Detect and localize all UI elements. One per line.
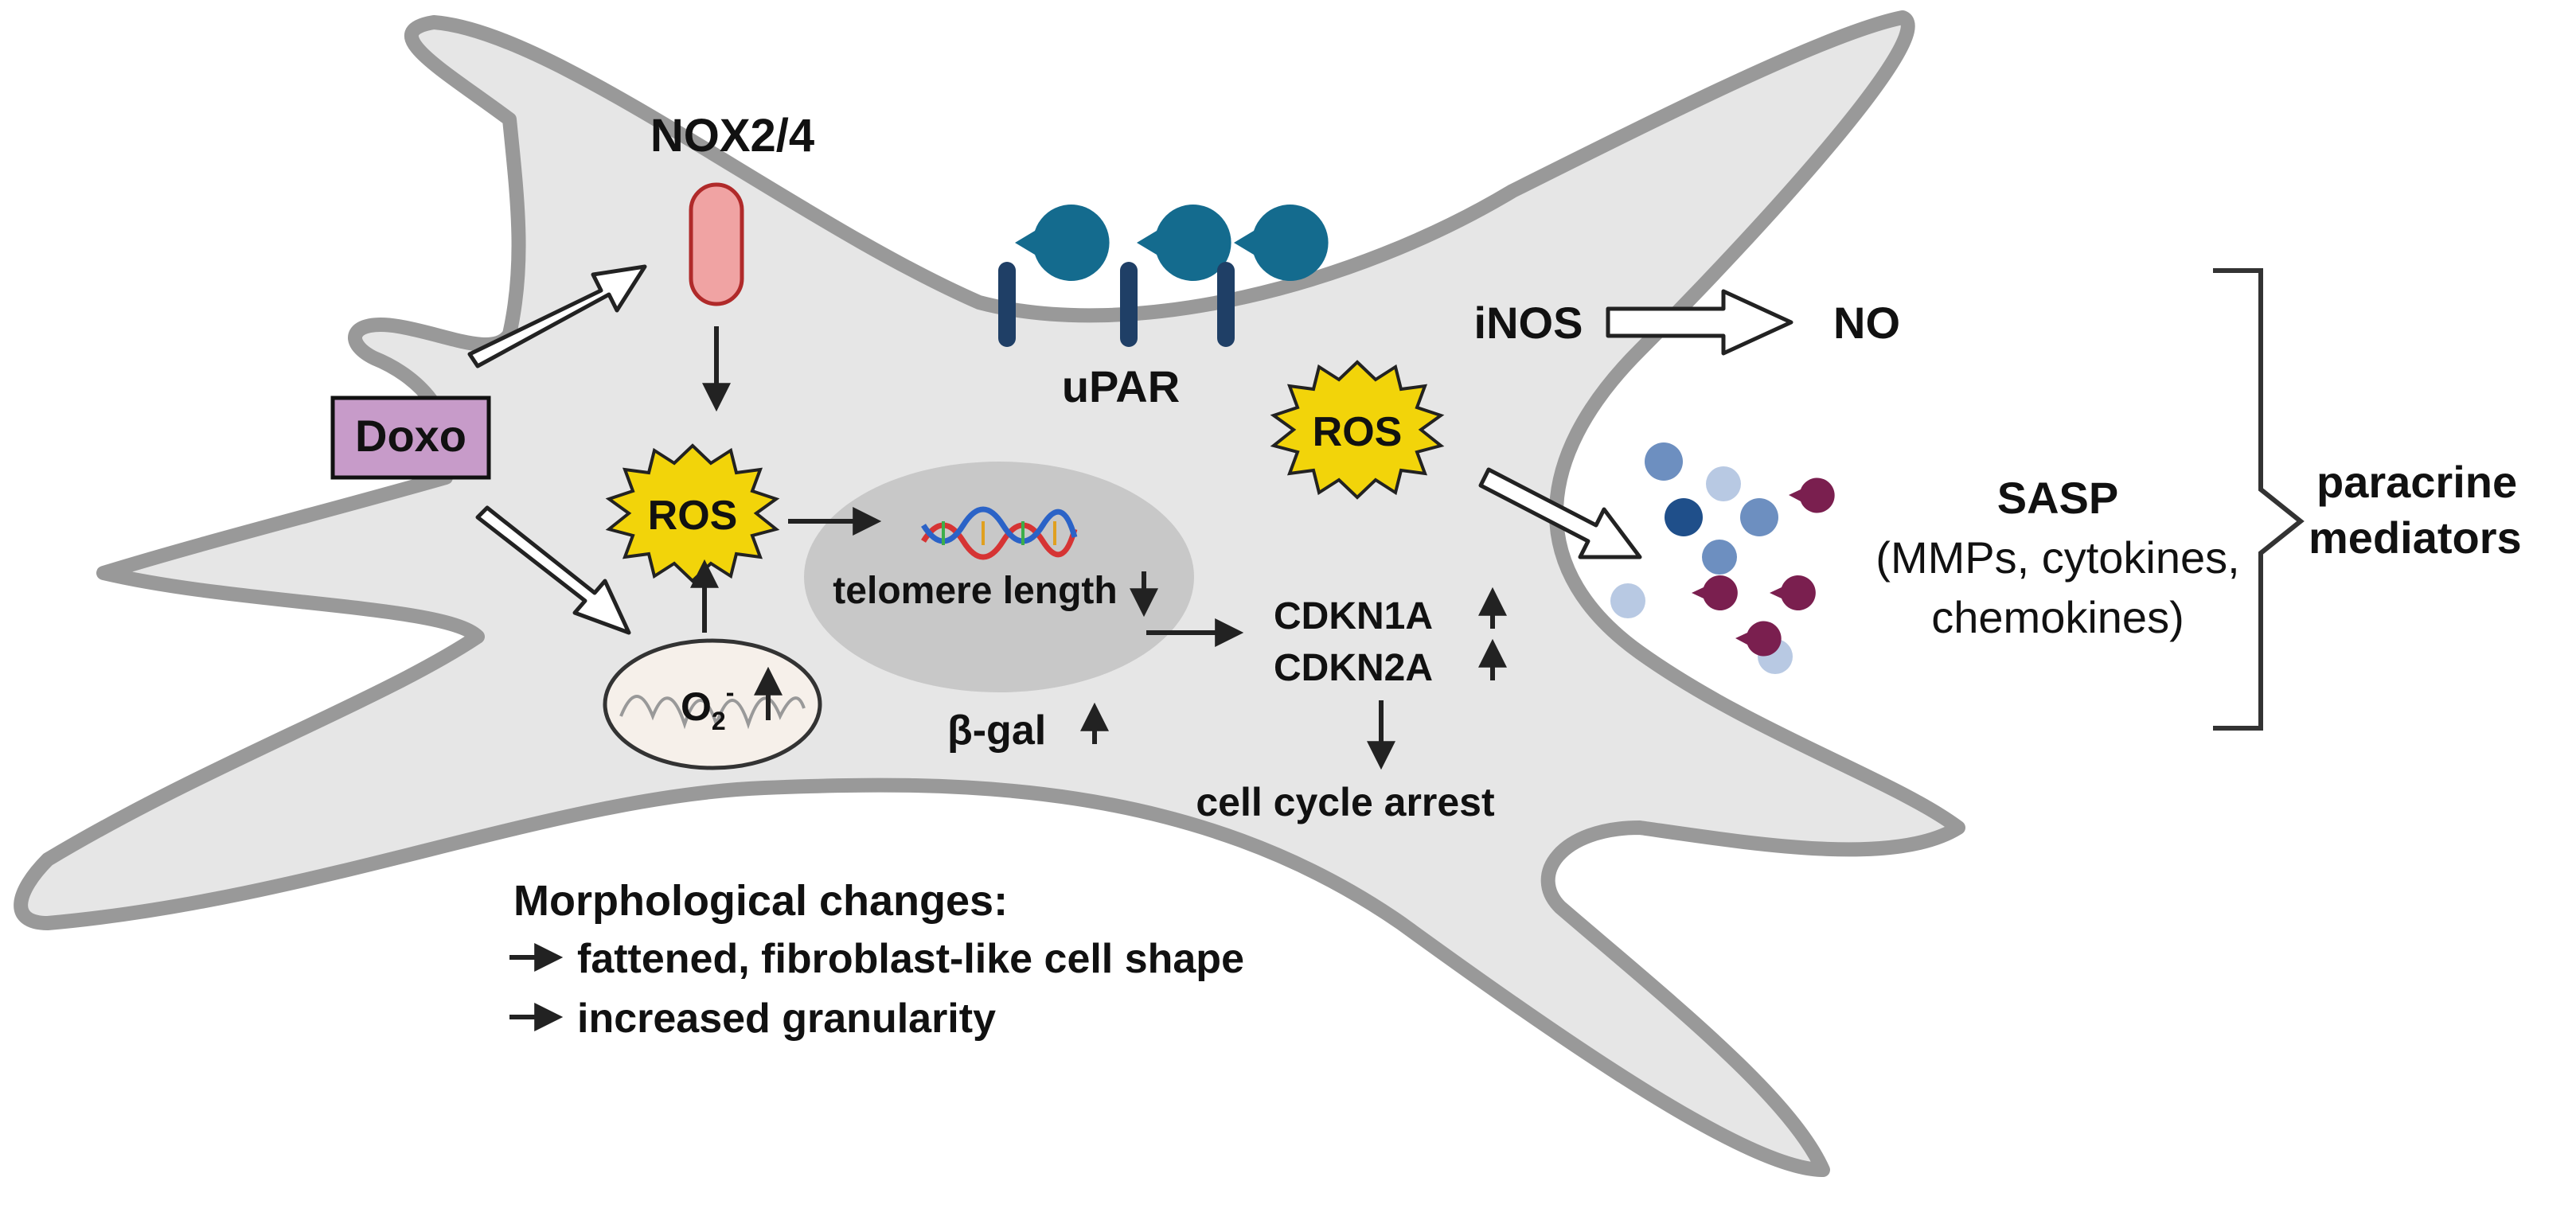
nucleus	[804, 462, 1194, 692]
no-label: NO	[1833, 298, 1900, 348]
sasp-title: SASP	[1997, 473, 2119, 523]
hollow-arrow-doxo-to-mito	[475, 505, 631, 635]
bgal-label: β-gal	[947, 707, 1046, 754]
telomere-label: telomere length	[833, 570, 1117, 612]
paracrine-line2: mediators	[2309, 513, 2522, 563]
o2-label: O2-	[681, 678, 734, 735]
nox-label: NOX2/4	[650, 110, 814, 162]
upar-label: uPAR	[1062, 361, 1180, 411]
sasp-line2: chemokines)	[1931, 592, 2184, 642]
cell-cycle-label: cell cycle arrest	[1196, 780, 1495, 824]
inos-label: iNOS	[1474, 298, 1583, 348]
sasp-line1: (MMPs, cytokines,	[1875, 532, 2239, 583]
cdkn2a-label: CDKN2A	[1274, 647, 1433, 689]
morph-title: Morphological changes:	[513, 877, 1008, 925]
paracrine-line1: paracrine	[2316, 457, 2517, 507]
hollow-arrow-doxo-to-nox	[467, 264, 647, 368]
upar-receptor-icon	[998, 205, 1329, 347]
sasp-molecules-icon	[1610, 442, 1835, 674]
morph-item1: fattened, fibroblast-like cell shape	[577, 936, 1244, 982]
ros-burst-right	[1270, 360, 1445, 500]
cdkn1a-label: CDKN1A	[1274, 595, 1433, 637]
bracket-icon	[2213, 268, 2305, 731]
mitochondrion-cristae	[619, 695, 806, 730]
hollow-arrow-ros-to-sasp	[1478, 467, 1642, 559]
doxo-label: Doxo	[355, 411, 466, 461]
hollow-arrow-inos-to-no	[1606, 289, 1793, 356]
doxo-box	[330, 396, 491, 480]
ros-left-label: ROS	[648, 493, 738, 539]
ros-right-label: ROS	[1313, 409, 1403, 455]
nox-channel-icon	[689, 182, 744, 306]
dna-icon	[921, 506, 1078, 560]
morph-item2: increased granularity	[577, 996, 996, 1042]
